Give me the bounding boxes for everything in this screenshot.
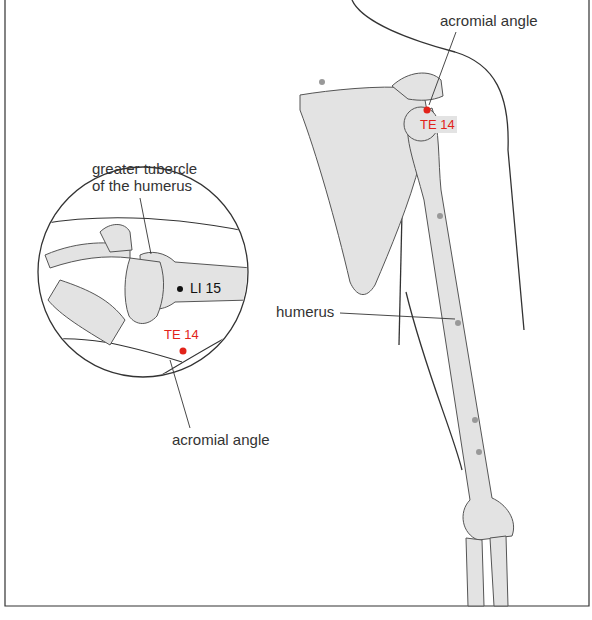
te14-dot — [424, 107, 431, 114]
label-box: greater tubercle of the humerus — [92, 160, 210, 194]
torso-outline — [399, 212, 402, 345]
label-box: acromial angle — [172, 431, 270, 448]
label-box: TE 14 — [162, 326, 201, 343]
label-box: acromial angle — [440, 12, 538, 29]
point-dot — [472, 417, 478, 423]
point-label: TE 14 — [162, 326, 201, 343]
radius-bone — [466, 538, 484, 606]
te14-dot — [180, 348, 187, 355]
label-box: LI 15 — [188, 280, 223, 297]
label-box: humerus — [276, 303, 334, 320]
part-label: greater tubercle of the humerus — [92, 160, 210, 194]
part-label: humerus — [276, 303, 334, 320]
coracoid-bone — [100, 225, 132, 253]
scapula-bone — [48, 280, 125, 345]
label-box: TE 14 — [418, 116, 457, 133]
point-dot — [319, 79, 325, 85]
acromion-bone — [125, 258, 164, 324]
body-outline — [30, 218, 250, 232]
leader-line — [140, 198, 151, 254]
point-dot — [476, 449, 482, 455]
leader-line — [429, 32, 456, 105]
point-label: LI 15 — [188, 280, 223, 297]
point-dot — [455, 320, 461, 326]
part-label: acromial angle — [440, 12, 538, 29]
li15-dot — [177, 286, 183, 292]
humerus-bone — [407, 108, 513, 540]
arm-outline — [160, 324, 252, 376]
point-dot — [437, 213, 443, 219]
leader-line — [170, 360, 190, 428]
leader-line — [340, 313, 455, 319]
point-label: TE 14 — [418, 116, 457, 133]
part-label: acromial angle — [172, 431, 270, 448]
ulna-bone — [490, 536, 508, 606]
frame-line — [5, 0, 589, 606]
